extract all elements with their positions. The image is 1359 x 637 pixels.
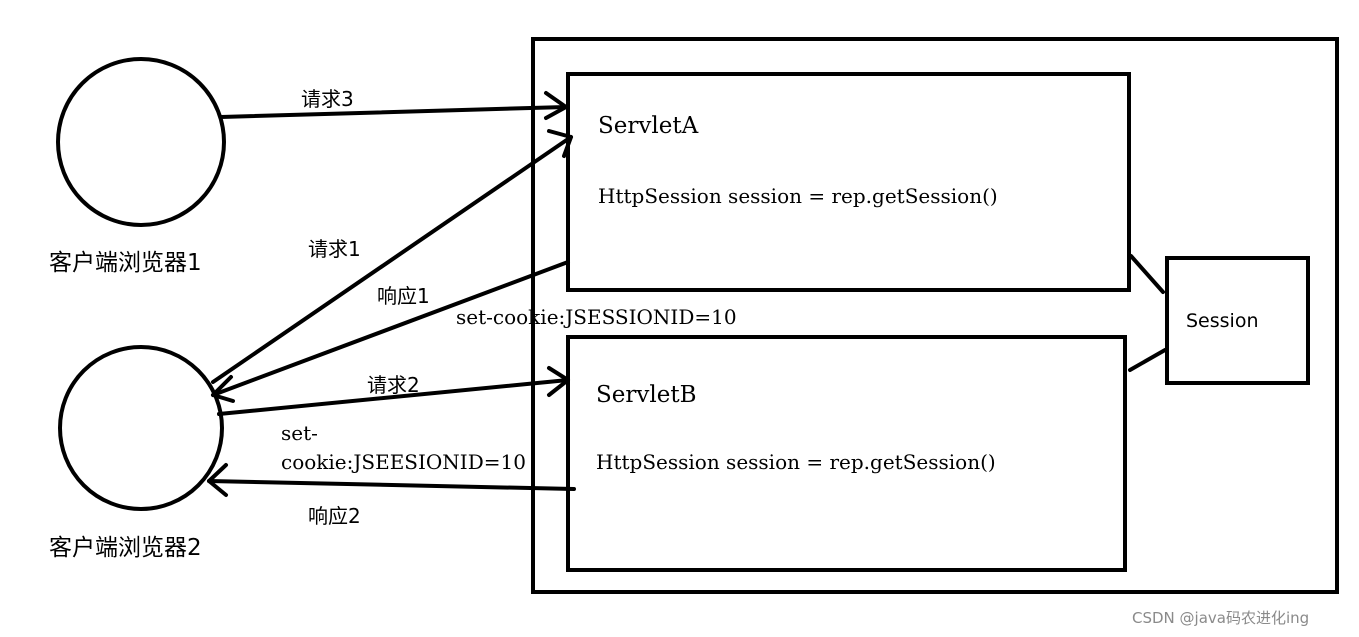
response1-arrow [211,260,570,403]
request2-arrow [217,366,570,416]
servlet-b-title: ServletB [596,382,696,408]
client-browser-1: 客户端浏览器1 [49,57,226,276]
client-1-circle [56,57,226,227]
servlet-b-session-connector [1128,348,1167,372]
servlet-a-box: ServletA HttpSession session = rep.getSe… [566,72,1131,292]
servlet-b-box: ServletB HttpSession session = rep.getSe… [566,335,1127,572]
request1-label: 请求1 [308,237,361,261]
servlet-a-session-connector [1129,254,1165,294]
client-2-circle [58,345,224,511]
request3-label: 请求3 [301,87,354,111]
response2-arrow [207,463,576,497]
response2-label: 响应2 [308,504,361,528]
servlet-b-frame [566,335,1127,572]
request2-cookie-label-line2: cookie:JSEESIONID=10 [281,450,526,474]
servlet-a-code: HttpSession session = rep.getSession() [598,184,998,208]
servlet-a-title: ServletA [598,113,699,139]
request2-cookie-label-line1: set- [281,421,318,445]
request1-arrow [211,129,573,384]
request3-arrow [219,91,568,120]
client-2-label: 客户端浏览器2 [49,535,202,561]
response1-label: 响应1 [377,284,430,308]
response1-cookie-label: set-cookie:JSESSIONID=10 [456,305,737,329]
session-frame [1165,256,1310,385]
servlet-a-frame [566,72,1131,292]
session-label: Session [1186,310,1259,332]
client-1-label: 客户端浏览器1 [49,250,202,276]
request2-label: 请求2 [367,373,420,397]
client-browser-2: 客户端浏览器2 [49,345,224,561]
servlet-b-code: HttpSession session = rep.getSession() [596,450,996,474]
session-box: Session [1165,256,1310,385]
watermark: CSDN @java码农进化ing [1132,609,1309,627]
